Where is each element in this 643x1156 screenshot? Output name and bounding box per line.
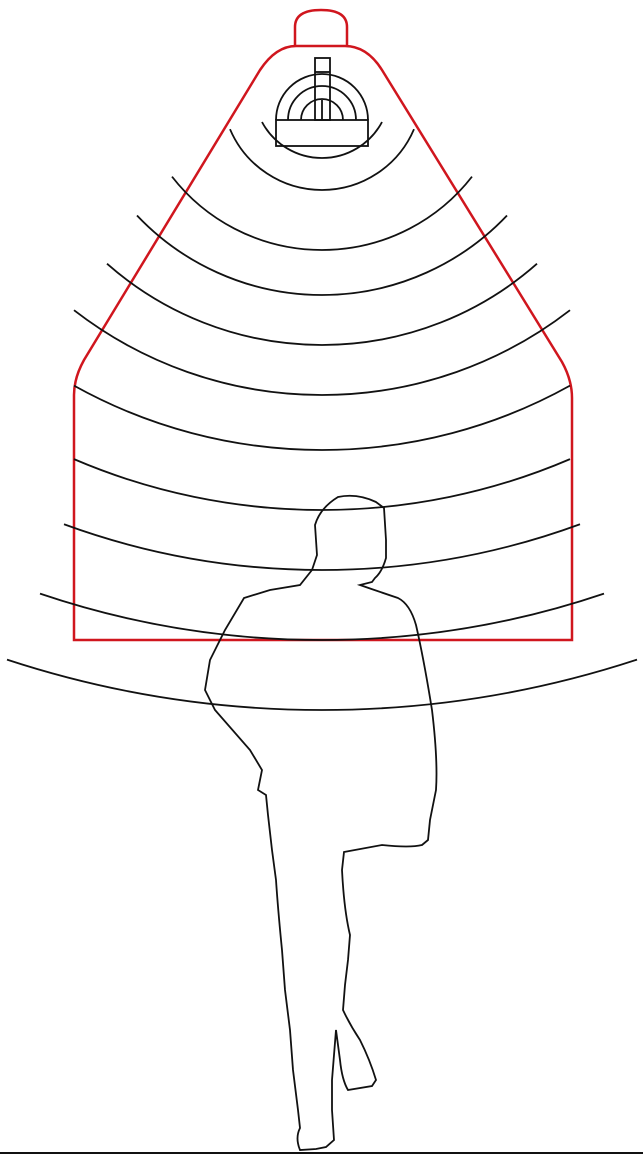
sound-wave-arc-2 — [230, 129, 414, 190]
hanging-ring — [295, 10, 347, 46]
sound-wave-arc-6 — [74, 310, 570, 395]
sound-wave-arc-3 — [172, 177, 472, 250]
sound-wave-arc-10 — [40, 594, 604, 640]
person-silhouette — [205, 496, 437, 1150]
sound-wave-arc-4 — [137, 215, 507, 295]
sound-wave-arcs — [7, 122, 637, 710]
sound-wave-arc-11 — [7, 660, 637, 710]
speaker-driver-icon — [276, 58, 368, 146]
sound-wave-arc-5 — [107, 264, 537, 345]
speaker-dome-outline — [74, 46, 572, 640]
sound-wave-arc-9 — [64, 524, 580, 570]
sound-wave-arc-1 — [262, 122, 382, 158]
sound-wave-arc-8 — [74, 459, 570, 510]
